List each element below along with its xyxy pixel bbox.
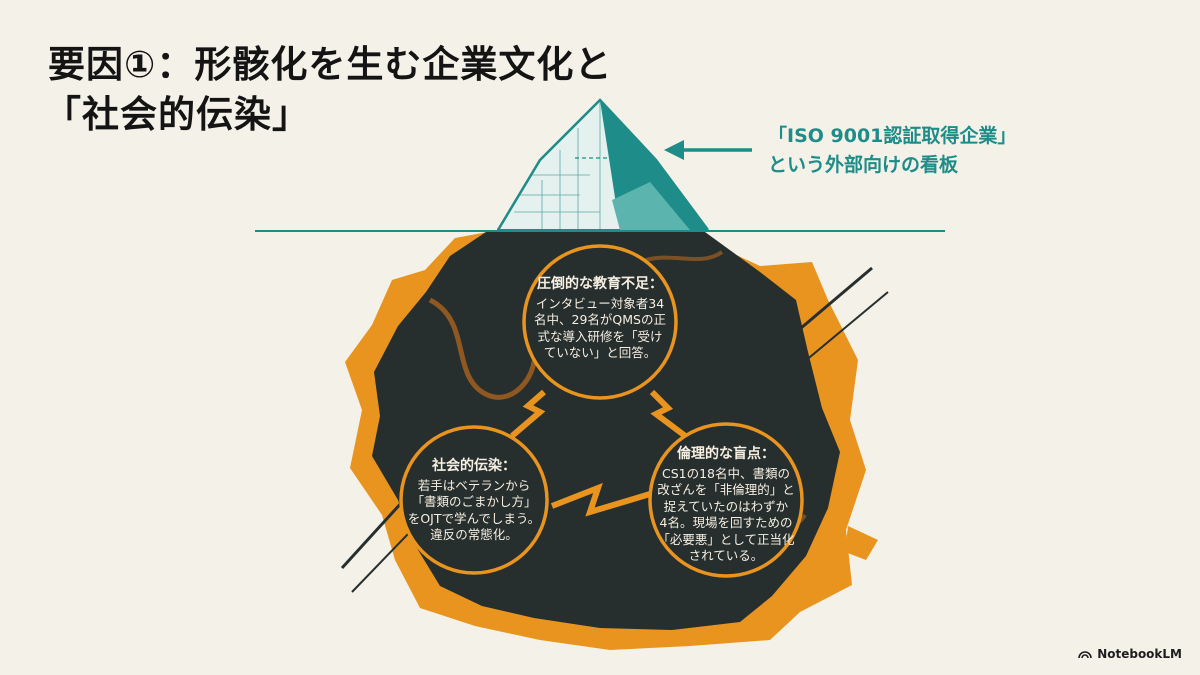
node-circle-right bbox=[648, 422, 804, 578]
orange-splatter-spot bbox=[845, 526, 878, 560]
callout-line2: という外部向けの看板 bbox=[768, 154, 959, 176]
slide-title: 要因①：形骸化を生む企業文化と 「社会的伝染」 bbox=[44, 40, 613, 140]
node-left-text: 社会的伝染： 若手はベテランから 「書類のごまかし方」 をOJTで学んでしまう。… bbox=[402, 458, 546, 544]
texture-swirl bbox=[639, 250, 724, 264]
node-left-heading: 社会的伝染： bbox=[432, 458, 516, 474]
connector-bolt-right bbox=[649, 389, 690, 441]
connector-bolt-bottom bbox=[550, 482, 651, 517]
node-right-heading: 倫理的な盲点： bbox=[677, 446, 775, 462]
node-left-body: 若手はベテランから 「書類のごまかし方」 をOJTで学んでしまう。 違反の常態化… bbox=[407, 477, 541, 543]
iceberg-grid-lines bbox=[514, 100, 601, 230]
node-right-body: CS1の18名中、書類の 改ざんを「非倫理的」と 捉えていたのはわずか 4名。現… bbox=[657, 465, 795, 564]
node-circle-left bbox=[399, 425, 549, 575]
brand-label: NotebookLM bbox=[1097, 647, 1182, 661]
texture-swirl bbox=[428, 297, 538, 400]
iceberg-callout: 「ISO 9001認証取得企業」 という外部向けの看板 bbox=[768, 122, 1016, 180]
slash-stroke bbox=[741, 266, 873, 380]
node-top-text: 圧倒的な教育不足： インタビュー対象者34 名中、29名がQMSの正 式な導入研… bbox=[526, 276, 674, 362]
callout-line1: 「ISO 9001認証取得企業」 bbox=[768, 125, 1017, 147]
iceberg-tip-facet bbox=[612, 182, 690, 230]
node-top-body: インタビュー対象者34 名中、29名がQMSの正 式な導入研修を「受け ていない… bbox=[534, 295, 666, 361]
brand-watermark: NotebookLM bbox=[1078, 647, 1182, 661]
notebooklm-icon bbox=[1078, 651, 1092, 659]
slash-stroke bbox=[755, 291, 889, 403]
connector-bolt-left bbox=[510, 389, 546, 439]
node-circle-top bbox=[522, 244, 678, 400]
node-top-heading: 圧倒的な教育不足： bbox=[537, 276, 663, 292]
callout-arrow-head bbox=[664, 140, 684, 160]
node-right-text: 倫理的な盲点： CS1の18名中、書類の 改ざんを「非倫理的」と 捉えていたのは… bbox=[652, 446, 800, 565]
slide-title-line1: 要因①：形骸化を生む企業文化と bbox=[48, 43, 613, 86]
slide-title-line2: 「社会的伝染」 bbox=[44, 93, 310, 136]
